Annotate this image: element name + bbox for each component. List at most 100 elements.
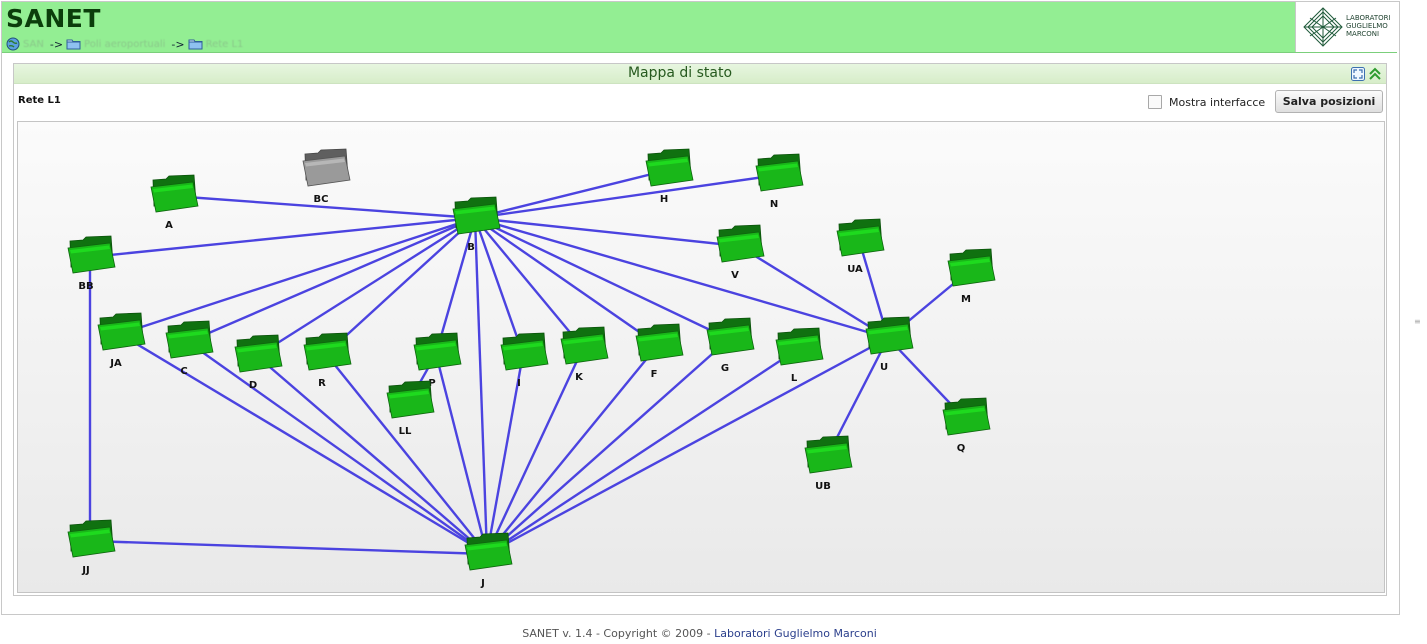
node-n[interactable]: N	[755, 153, 804, 210]
link-D-B	[256, 216, 476, 358]
link-P-J	[434, 353, 489, 555]
breadcrumb-item-san[interactable]: SAN	[6, 37, 47, 51]
node-i[interactable]: I	[500, 332, 549, 389]
node-label: JJ	[81, 565, 89, 576]
node-label: L	[791, 373, 798, 384]
node-m[interactable]: M	[947, 248, 996, 305]
node-jj[interactable]: JJ	[67, 519, 116, 576]
status-map-panel: Mappa di stato Rete L1 Mostra interfacce…	[13, 63, 1387, 596]
app-title: SANET	[6, 4, 101, 33]
node-label: B	[467, 242, 475, 253]
folder-highlight	[648, 158, 688, 167]
breadcrumb-label: SAN	[23, 38, 44, 50]
folder-icon	[188, 39, 203, 50]
link-H-B	[474, 168, 669, 220]
collapse-icon[interactable]	[1368, 67, 1382, 81]
node-k[interactable]: K	[560, 326, 609, 383]
folder-highlight	[467, 542, 507, 551]
node-label: JA	[109, 358, 122, 369]
link-N-B	[474, 173, 779, 220]
link-V-U	[738, 244, 889, 340]
node-label: BC	[314, 194, 329, 205]
fullscreen-icon[interactable]	[1351, 67, 1365, 81]
breadcrumb-item-poli[interactable]: Poli aeroportuali	[66, 38, 168, 50]
folder-highlight	[416, 342, 456, 351]
node-bb[interactable]: BB	[67, 235, 116, 292]
breadcrumb-label: Poli aeroportuali	[84, 38, 166, 50]
folder-highlight	[778, 337, 818, 346]
node-ll[interactable]: LL	[386, 380, 435, 437]
node-label: G	[721, 363, 729, 374]
link-K-B	[474, 217, 584, 349]
show-interfaces-toggle[interactable]: Mostra interfacce	[1148, 95, 1265, 109]
node-u[interactable]: U	[865, 316, 914, 373]
folder-highlight	[719, 234, 759, 243]
link-C-J	[187, 341, 488, 555]
globe-icon	[6, 37, 20, 51]
panel-header: Mappa di stato	[14, 64, 1386, 84]
link-V-B	[474, 216, 740, 248]
folder-highlight	[503, 342, 543, 351]
breadcrumb: SAN -> Poli aeroportuali -> Rete L1	[6, 37, 246, 51]
show-interfaces-checkbox[interactable]	[1148, 95, 1162, 109]
node-ja[interactable]: JA	[97, 312, 146, 369]
scrollbar-grip[interactable]: ≡	[1414, 317, 1421, 326]
node-v[interactable]: V	[716, 224, 765, 281]
node-label: UB	[815, 481, 831, 492]
link-U-B	[474, 216, 889, 340]
link-G-J	[486, 338, 730, 555]
node-bc[interactable]: BC	[302, 148, 351, 205]
link-F-J	[486, 344, 659, 555]
link-JA-J	[119, 332, 488, 556]
folder-icon	[66, 39, 81, 50]
node-a[interactable]: A	[150, 174, 199, 231]
folder-highlight	[70, 245, 110, 254]
footer-text: SANET v. 1.4 - Copyright © 2009 -	[522, 627, 711, 640]
node-label: P	[428, 378, 435, 389]
footer: SANET v. 1.4 - Copyright © 2009 - Labora…	[0, 627, 1399, 640]
node-label: LL	[399, 426, 412, 437]
link-U-J	[486, 336, 889, 556]
folder-highlight	[237, 344, 277, 353]
node-q[interactable]: Q	[942, 397, 991, 454]
breadcrumb-item-rete-l1[interactable]: Rete L1	[188, 38, 247, 50]
footer-link[interactable]: Laboratori Guglielmo Marconi	[714, 627, 877, 640]
node-label: V	[731, 270, 739, 281]
folder-highlight	[839, 228, 879, 237]
link-B-J	[473, 217, 489, 555]
panel-controls	[1351, 67, 1382, 81]
node-p[interactable]: P	[413, 332, 462, 389]
node-l[interactable]: L	[775, 327, 824, 384]
node-ub[interactable]: UB	[804, 435, 853, 492]
panel-title: Mappa di stato	[627, 65, 733, 81]
link-BB-B	[89, 216, 476, 259]
node-label: N	[770, 199, 778, 210]
folder-highlight	[306, 342, 346, 351]
link-G-B	[474, 216, 730, 341]
save-positions-button[interactable]: Salva posizioni	[1275, 90, 1383, 113]
node-j[interactable]: J	[464, 532, 513, 589]
show-interfaces-label: Mostra interfacce	[1169, 95, 1266, 109]
link-P-B	[434, 217, 477, 355]
link-D-J	[256, 355, 488, 555]
folder-highlight	[709, 327, 749, 336]
node-h[interactable]: H	[645, 148, 694, 205]
folder-highlight	[868, 326, 908, 335]
breadcrumb-separator: ->	[49, 37, 64, 51]
node-c[interactable]: C	[165, 320, 214, 377]
node-g[interactable]: G	[706, 317, 755, 374]
node-label: UA	[847, 264, 863, 275]
node-b[interactable]: B	[452, 196, 501, 253]
breadcrumb-label: Rete L1	[205, 38, 244, 50]
node-r[interactable]: R	[303, 332, 352, 389]
link-R-J	[325, 353, 488, 555]
node-ua[interactable]: UA	[836, 218, 885, 275]
node-f[interactable]: F	[635, 323, 684, 380]
node-d[interactable]: D	[234, 334, 283, 391]
logo-text: LABORATORI GUGLIELMO MARCONI	[1346, 14, 1391, 38]
link-K-J	[485, 347, 585, 555]
node-label: R	[318, 378, 326, 389]
folder-highlight	[758, 163, 798, 172]
logo-emblem-icon	[1303, 7, 1343, 47]
